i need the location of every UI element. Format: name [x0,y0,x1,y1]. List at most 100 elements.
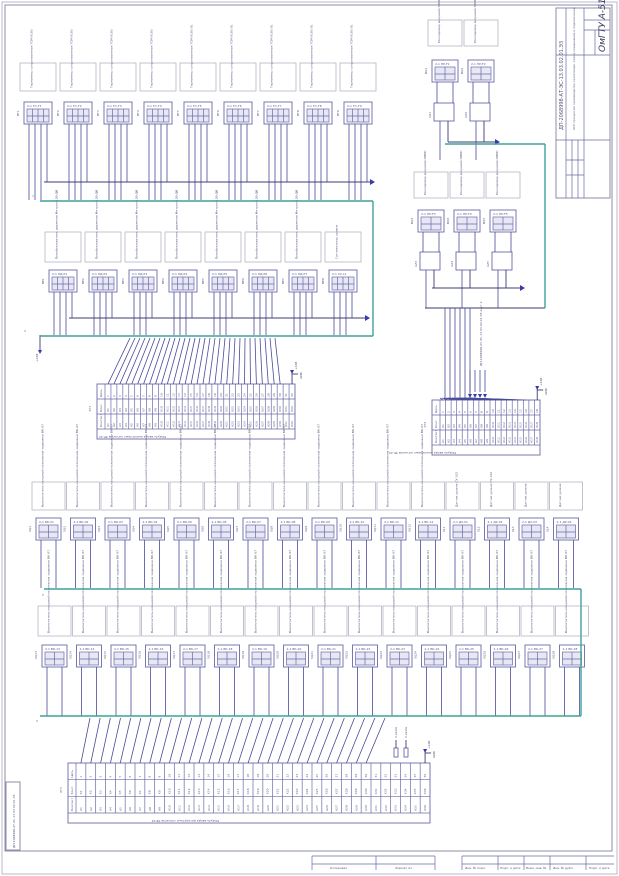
terminal-pin: X21 [276,788,280,794]
terminal-circuit: A15 [217,805,221,811]
sensor-label-card [139,62,177,92]
terminal-pin: X29 [354,788,358,794]
terminal-contact-number: 15 [217,774,221,778]
sensor-description: Выключатель концевой положения задвижки … [75,424,79,507]
device-id: SQ2 [63,526,67,532]
sensor-description: Выключатель концевой положения задвижки … [564,550,568,633]
terminal-contact-number: 5 [118,776,122,778]
sensor-label-card [66,481,100,511]
terminal-pin: X13 [507,422,511,428]
device-id: BT8 [296,110,300,116]
terminal-wire [443,397,454,401]
terminal-circuit: A22 [285,805,289,811]
terminal-wire [202,337,211,385]
terminal-pin: X8 [148,408,152,412]
device-code: 2-1 ТС-Т9 [347,104,362,108]
device-code: 2-1 ТС-Т6 [227,104,242,108]
device-code: 2-1 ВК-11 [384,520,399,524]
terminal-contact-number: 30 [278,393,282,397]
limit-switch-SQ2: Выключатель концевой положения задвижки … [63,424,100,541]
terminal-contact-number: 30 [364,774,368,778]
terminal-contact-number: 16 [195,393,199,397]
sensor-label-card [135,481,169,511]
converter-id: UZ4 [450,261,454,267]
terminal-pin: X19 [256,788,260,794]
terminal-pin: X24 [305,788,309,794]
sensor-description: Расходомер вихревой ЭМИС [423,150,427,195]
device-id: BP2 [81,278,85,284]
sensor-label-card [514,481,549,511]
terminal-pin: X10 [491,422,495,428]
ground-arrow-icon [520,285,525,291]
terminal-circuit: A8 [480,439,484,443]
limit-switch-SQ13: Выключатель концевой положения задвижки … [34,550,72,668]
terminal-circuit: A9 [158,807,162,811]
terminal-circuit: A30 [278,421,282,427]
table-header: Контакт [99,414,103,427]
sensor-description: Датчик уровня СУ-102 [455,472,459,507]
terminal-circuit: A34 [403,805,407,811]
terminal-circuit: A16 [195,421,199,427]
terminal-contact-number: 1 [441,411,445,413]
title-text: АСУ процессом производства газоотвода. С… [572,7,576,130]
terminal-wire [226,337,231,385]
terminal-contact-number: 23 [237,393,241,397]
device-id: BP1 [41,278,45,284]
terminal-pin: X11 [165,406,169,412]
sensor-description: Расходомер вихревой ЭМИС [473,0,477,43]
sensor-description: Выключатель концевой положения задвижки … [317,424,321,507]
terminal-wire [190,337,201,385]
device-code: 2-1 ВК-15 [114,647,129,651]
terminal-pin: X4 [108,790,112,794]
sensor-description: Термометр сопротивления ТСМ-0193-01 [350,24,354,89]
device-id: SQ26 [483,651,487,659]
device-id: SQ25 [448,651,452,659]
terminal-wire [346,717,366,764]
terminal-circuit: A9 [485,439,489,443]
terminal-pin: X2 [446,424,450,428]
device-id: BP3 [121,278,125,284]
terminal-pin: X35 [413,788,417,794]
pressure-sensor-BP6: Преобразователь давления Метран-100-ДИ2-… [241,190,282,293]
device-code: 2-1 ПД-Р7 [292,272,307,276]
terminal-circuit: A11 [496,437,500,443]
sensor-label-card [37,605,72,637]
terminal-pin: X28 [344,788,348,794]
sensor-label-card [451,605,486,637]
terminal-circuit: A28 [344,805,348,811]
terminal-contact-number: 17 [201,393,205,397]
device-id: BT5 [176,110,180,116]
limit-switch-SQ20: Выключатель концевой положения задвижки … [276,550,313,668]
terminal-wire [155,337,171,385]
limit-switch-SQ14: Выключатель концевой положения задвижки … [69,550,106,668]
terminal-wire [131,337,151,385]
sensor-description: Сигнализатор уровня [335,225,339,259]
terminal-circuit: A1 [106,423,110,427]
terminal-circuit: A2 [446,439,450,443]
terminal-contact-number: 6 [136,395,140,397]
device-id: SQ23 [379,651,383,659]
pressure-sensor-BP3: Преобразователь давления Метран-100-ДИ2-… [121,190,162,293]
terminal-pin: X26 [325,788,329,794]
sensor-label-card [417,605,451,637]
terminal-contact-number: 23 [295,774,299,778]
converter-UZ3 [419,251,441,271]
terminal-wire [218,717,233,764]
device-code: 2-1 ТС-Т8 [307,104,322,108]
terminal-wire [238,337,241,385]
terminal-contact-number: 27 [335,774,339,778]
device-code: 2-1 ВК-05 [177,520,192,524]
terminal-wire [113,337,136,385]
terminal-contact-number: 32 [290,393,294,397]
terminal-pin: X7 [474,424,478,428]
sensor-label-card [164,231,202,263]
terminal-circuit: A2 [89,807,93,811]
terminal-wire [441,397,449,401]
resistor-label: 2,2кОм [404,727,408,738]
limit-switch-SQ22: Выключатель концевой положения задвижки … [345,550,382,668]
terminal-pin: X18 [535,422,539,428]
table-header: Конт. [99,403,103,412]
